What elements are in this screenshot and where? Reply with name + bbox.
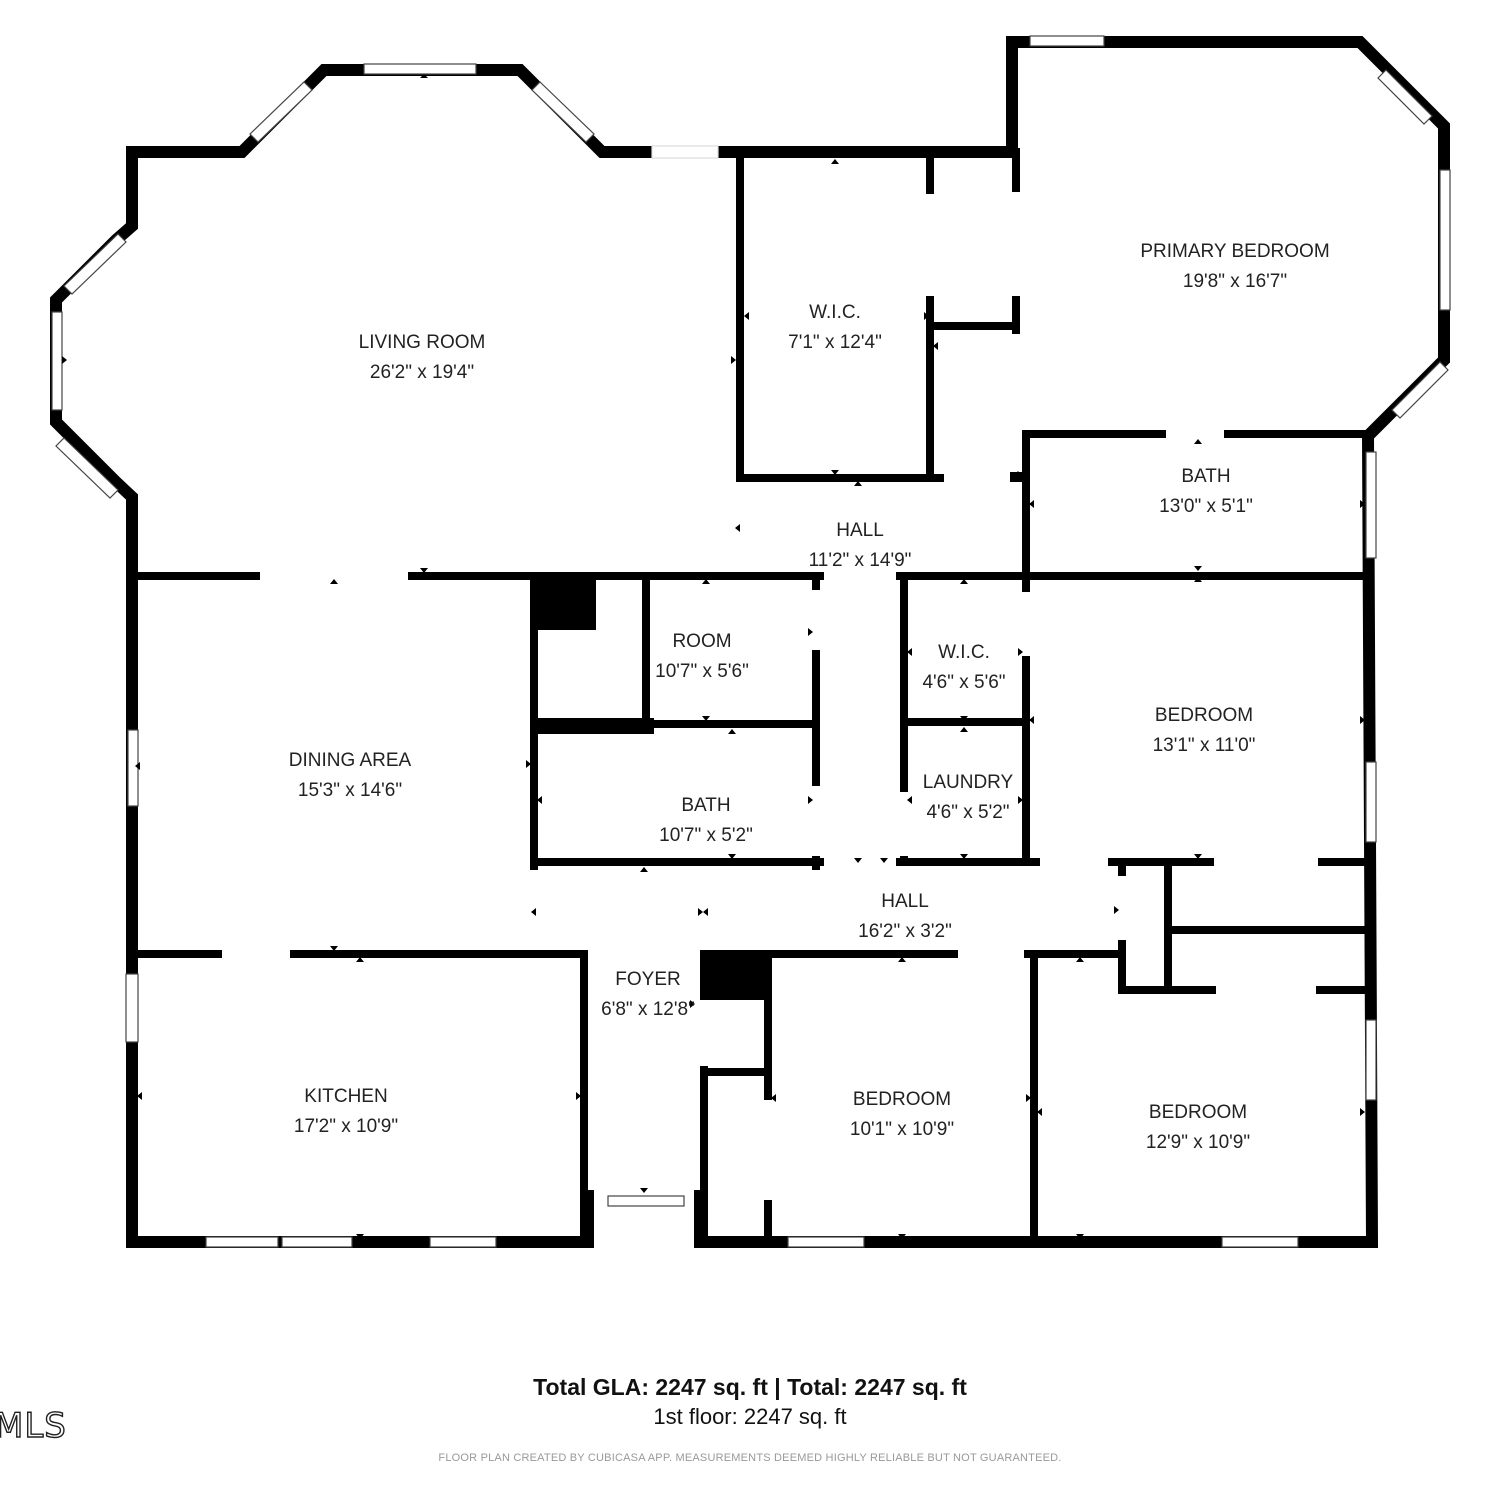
room-name-bedroom-3: BEDROOM xyxy=(1149,1102,1247,1123)
wall-block xyxy=(704,954,770,1000)
room-name-primary-bedroom: PRIMARY BEDROOM xyxy=(1140,241,1329,262)
room-dim-living-room: 26'2" x 19'4" xyxy=(370,362,474,383)
room-dim-hall-1: 11'2" x 14'9" xyxy=(809,550,912,571)
disclaimer-text: FLOOR PLAN CREATED BY CUBICASA APP. MEAS… xyxy=(438,1452,1062,1464)
room-name-kitchen: KITCHEN xyxy=(304,1086,387,1107)
room-labels: LIVING ROOM 26'2" x 19'4" W.I.C. 7'1" x … xyxy=(289,241,1330,1153)
room-dim-bedroom-3: 12'9" x 10'9" xyxy=(1146,1132,1250,1153)
room-name-bedroom-2: BEDROOM xyxy=(853,1089,951,1110)
floor-area-summary: 1st floor: 2247 sq. ft xyxy=(653,1404,847,1429)
room-name-dining-area: DINING AREA xyxy=(289,750,412,771)
wall-block xyxy=(534,718,654,734)
room-dim-room: 10'7" x 5'6" xyxy=(655,661,749,682)
room-name-hall-1: HALL xyxy=(836,520,884,541)
room-name-living-room: LIVING ROOM xyxy=(359,332,486,353)
wall-block xyxy=(534,576,596,630)
room-dim-bedroom-1: 13'1" x 11'0" xyxy=(1153,735,1256,756)
room-dim-primary-bedroom: 19'8" x 16'7" xyxy=(1183,271,1287,292)
room-dim-wic-2: 4'6" x 5'6" xyxy=(922,672,1005,693)
mls-watermark-logo: MLS xyxy=(0,1405,67,1446)
dimension-markers xyxy=(62,74,1365,1239)
room-dim-kitchen: 17'2" x 10'9" xyxy=(294,1116,398,1137)
room-name-bedroom-1: BEDROOM xyxy=(1155,705,1253,726)
room-dim-bedroom-2: 10'1" x 10'9" xyxy=(850,1119,954,1140)
room-dim-laundry: 4'6" x 5'2" xyxy=(926,802,1009,823)
room-name-foyer: FOYER xyxy=(615,969,680,990)
room-name-hall-2: HALL xyxy=(881,891,929,912)
room-name-bath-2: BATH xyxy=(681,795,730,816)
room-name-laundry: LAUNDRY xyxy=(923,772,1014,793)
exterior-walls xyxy=(50,36,1450,1248)
room-dim-hall-2: 16'2" x 3'2" xyxy=(858,921,952,942)
windows xyxy=(51,35,1451,1248)
room-dim-wic-1: 7'1" x 12'4" xyxy=(788,332,882,353)
room-dim-dining-area: 15'3" x 14'6" xyxy=(298,780,402,801)
wall-block xyxy=(1010,472,1026,482)
interior-walls xyxy=(128,148,1372,1246)
room-dim-bath-2: 10'7" x 5'2" xyxy=(659,825,753,846)
room-dim-foyer: 6'8" x 12'8" xyxy=(601,999,695,1020)
room-dim-bath-1: 13'0" x 5'1" xyxy=(1159,496,1253,517)
room-name-bath-1: BATH xyxy=(1181,466,1230,487)
room-name-wic-2: W.I.C. xyxy=(938,642,990,663)
total-area-summary: Total GLA: 2247 sq. ft | Total: 2247 sq.… xyxy=(533,1374,967,1400)
room-name-wic-1: W.I.C. xyxy=(809,302,861,323)
room-name-room: ROOM xyxy=(672,631,731,652)
